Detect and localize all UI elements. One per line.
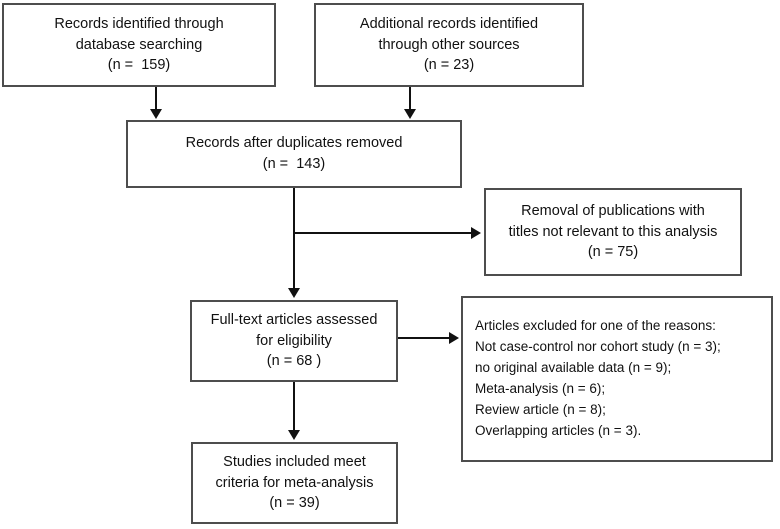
box-line: through other sources — [378, 36, 520, 53]
arrowhead-other-sources-to-duplicates — [404, 109, 416, 119]
box-records-other-sources: Additional records identified through ot… — [314, 3, 584, 87]
connector-database-to-duplicates — [155, 87, 157, 111]
box-line-reason: no original available data (n = 9); — [475, 360, 672, 376]
connector-fulltext-to-studies — [293, 382, 295, 432]
arrowhead-duplicates-to-fulltext — [288, 288, 300, 298]
box-line-reason: Meta-analysis (n = 6); — [475, 381, 606, 396]
box-removal-irrelevant-titles: Removal of publications with titles not … — [484, 188, 742, 276]
arrowhead-duplicates-to-removal — [471, 227, 481, 239]
box-line: Studies included meet — [223, 454, 366, 471]
box-line-heading: Articles excluded for one of the reasons… — [475, 318, 716, 334]
box-line: for eligibility — [256, 332, 332, 349]
box-line-count: (n = 143) — [262, 156, 326, 172]
connector-other-sources-to-duplicates — [409, 87, 411, 111]
box-articles-excluded: Articles excluded for one of the reasons… — [461, 296, 773, 462]
box-records-database-searching: Records identified through database sear… — [2, 3, 276, 87]
box-line-count: (n = 159) — [107, 57, 171, 74]
connector-duplicates-to-fulltext — [293, 188, 295, 290]
box-line: Removal of publications with — [521, 203, 705, 220]
box-line-count: (n = 23) — [423, 57, 475, 74]
connector-fulltext-to-excluded — [398, 337, 451, 339]
box-fulltext-assessed: Full-text articles assessed for eligibil… — [190, 300, 398, 382]
box-line: database searching — [75, 36, 203, 53]
box-line-reason: Not case-control nor cohort study (n = 3… — [475, 339, 721, 355]
box-records-after-duplicates: Records after duplicates removed (n = 14… — [126, 120, 462, 188]
box-line: Additional records identified — [359, 16, 539, 33]
arrowhead-fulltext-to-excluded — [449, 332, 459, 344]
box-line: criteria for meta-analysis — [215, 474, 374, 491]
box-line-count: (n = 75) — [587, 244, 639, 261]
box-line: titles not relevant to this analysis — [508, 223, 718, 240]
box-line-count: (n = 68 ) — [266, 353, 322, 370]
box-line-reason: Review article (n = 8); — [475, 401, 606, 417]
connector-duplicates-to-removal — [293, 232, 473, 234]
box-line-reason: Overlapping articles (n = 3). — [475, 422, 642, 438]
arrowhead-fulltext-to-studies — [288, 430, 300, 440]
box-line: Full-text articles assessed — [210, 312, 378, 329]
box-line-count: (n = 39) — [269, 495, 320, 512]
box-studies-included: Studies included meet criteria for meta-… — [191, 442, 398, 524]
arrowhead-database-to-duplicates — [150, 109, 162, 119]
box-line: Records after duplicates removed — [185, 135, 403, 152]
box-line: Records identified through — [54, 16, 224, 33]
